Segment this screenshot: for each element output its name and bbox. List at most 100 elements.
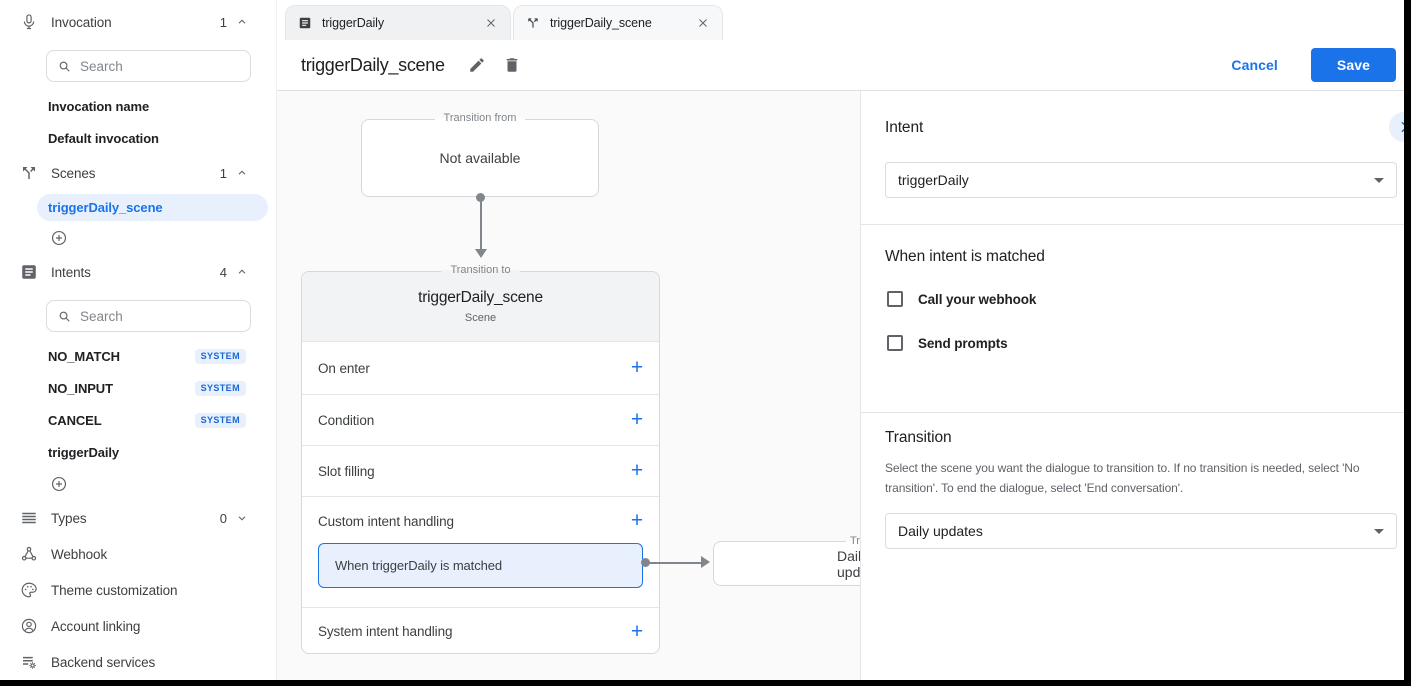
reorder-icon bbox=[22, 512, 36, 524]
when-matched-heading: When intent is matched bbox=[885, 248, 1045, 265]
sidebar-item-theme-customization[interactable]: Theme customization bbox=[0, 578, 276, 602]
microphone-icon bbox=[23, 14, 35, 30]
row-condition: Condition + bbox=[302, 394, 659, 445]
search-input[interactable] bbox=[80, 58, 240, 74]
tab-triggerdaily[interactable]: triggerDaily bbox=[285, 5, 511, 40]
section-divider bbox=[861, 224, 1411, 225]
save-button[interactable]: Save bbox=[1310, 48, 1396, 82]
plus-circle-icon bbox=[51, 476, 67, 492]
transition-description: Select the scene you want the dialogue t… bbox=[885, 461, 1360, 495]
add-intent-button[interactable] bbox=[50, 475, 68, 493]
sidebar-item-backend-services[interactable]: Backend services bbox=[0, 650, 276, 674]
intent-dropdown[interactable]: triggerDaily bbox=[885, 162, 1397, 198]
sidebar-item-account-linking[interactable]: Account linking bbox=[0, 614, 276, 638]
system-badge: SYSTEM bbox=[194, 412, 246, 428]
invocation-search bbox=[46, 50, 251, 82]
system-badge: SYSTEM bbox=[194, 348, 246, 364]
intent-handler-chip[interactable]: When triggerDaily is matched bbox=[318, 543, 643, 588]
connector-dot bbox=[476, 193, 485, 202]
palette-icon bbox=[21, 582, 37, 598]
transition-to-box: triggerDaily_scene Scene On enter + Cond… bbox=[301, 271, 660, 654]
chevron-up-icon bbox=[238, 269, 246, 274]
search-icon bbox=[59, 311, 70, 322]
transition-from-text: Not available bbox=[439, 150, 521, 166]
close-tab-icon[interactable] bbox=[484, 16, 498, 30]
transition-to-legend: Transition to bbox=[301, 264, 660, 276]
section-count: 1 bbox=[219, 165, 227, 181]
article-icon bbox=[299, 17, 311, 29]
edit-pencil-icon[interactable] bbox=[468, 56, 486, 74]
sidebar-item-default-invocation[interactable]: Default invocation bbox=[48, 131, 159, 146]
sidebar-item-triggerdaily-intent[interactable]: triggerDaily bbox=[48, 444, 120, 460]
sidebar-section-invocation[interactable]: Invocation 1 bbox=[0, 10, 276, 34]
arrow-right-icon bbox=[701, 556, 710, 568]
checkbox-box bbox=[887, 291, 903, 307]
scene-header: triggerDaily_scene Cancel Save bbox=[277, 40, 1411, 90]
scene-card-header: triggerDaily_scene Scene bbox=[302, 272, 659, 341]
connector-dot bbox=[641, 558, 650, 567]
chevron-up-icon bbox=[238, 19, 246, 24]
cancel-button[interactable]: Cancel bbox=[1231, 57, 1278, 73]
dropdown-caret-icon bbox=[1374, 177, 1384, 183]
section-label: Scenes bbox=[51, 165, 96, 181]
row-on-enter: On enter + bbox=[302, 341, 659, 394]
main-area: triggerDaily triggerDaily_scene triggerD… bbox=[277, 0, 1411, 686]
add-system-intent-button[interactable]: + bbox=[630, 619, 643, 643]
connector-line bbox=[480, 199, 482, 250]
sidebar-item-no-input[interactable]: NO_INPUT SYSTEM bbox=[0, 378, 276, 398]
call-webhook-checkbox[interactable]: Call your webhook bbox=[887, 291, 1036, 307]
sidebar-section-types[interactable]: Types 0 bbox=[0, 506, 276, 530]
tab-label: triggerDaily_scene bbox=[550, 16, 652, 30]
row-custom-intent-handling: Custom intent handling + When triggerDai… bbox=[302, 496, 659, 607]
row-system-intent-handling: System intent handling + bbox=[302, 607, 659, 653]
system-badge: SYSTEM bbox=[194, 380, 246, 396]
add-on-enter-button[interactable]: + bbox=[630, 356, 643, 379]
screen-edge-bottom bbox=[0, 680, 1411, 686]
dropdown-caret-icon bbox=[1374, 528, 1384, 534]
transition-heading: Transition bbox=[885, 429, 952, 446]
send-prompts-checkbox[interactable]: Send prompts bbox=[887, 335, 1008, 351]
scene-fork-icon bbox=[23, 167, 35, 179]
next-transition-box bbox=[713, 541, 860, 586]
sidebar-item-invocation-name[interactable]: Invocation name bbox=[48, 99, 150, 114]
sidebar-item-triggerdaily-scene-selected[interactable]: triggerDaily_scene bbox=[37, 194, 268, 221]
scene-body: Transition from Not available Transition… bbox=[277, 90, 1411, 686]
add-condition-button[interactable]: + bbox=[630, 408, 643, 431]
sidebar-item-webhook[interactable]: Webhook bbox=[0, 542, 276, 566]
add-custom-intent-button[interactable]: + bbox=[630, 509, 643, 532]
section-label: Types bbox=[51, 510, 87, 526]
scene-card-title: triggerDaily_scene bbox=[418, 289, 543, 306]
plus-circle-icon bbox=[51, 230, 67, 246]
section-label: Invocation bbox=[51, 14, 112, 30]
transition-from-legend: Transition from bbox=[361, 112, 599, 124]
sidebar-item-cancel-intent[interactable]: CANCEL SYSTEM bbox=[0, 410, 276, 430]
add-slot-filling-button[interactable]: + bbox=[630, 459, 643, 482]
transition-dropdown-value: Daily updates bbox=[898, 523, 983, 539]
sidebar-section-intents[interactable]: Intents 4 bbox=[0, 260, 276, 284]
chevron-up-icon bbox=[238, 170, 246, 175]
next-transition-legend: Transition to bbox=[846, 535, 860, 547]
search-icon bbox=[59, 61, 70, 72]
scene-fork-icon bbox=[528, 18, 538, 28]
tab-triggerdaily-scene[interactable]: triggerDaily_scene bbox=[513, 5, 723, 40]
transition-dropdown[interactable]: Daily updates bbox=[885, 513, 1397, 549]
close-tab-icon[interactable] bbox=[696, 16, 710, 30]
webhook-icon bbox=[21, 546, 37, 561]
selected-scene-label: triggerDaily_scene bbox=[48, 200, 163, 215]
article-icon bbox=[22, 265, 36, 279]
intent-editor-panel: Intent triggerDaily When intent is match… bbox=[860, 91, 1411, 686]
sidebar-item-no-match[interactable]: NO_MATCH SYSTEM bbox=[0, 346, 276, 366]
add-scene-button[interactable] bbox=[50, 229, 68, 247]
section-divider bbox=[861, 412, 1411, 413]
intents-search bbox=[46, 300, 251, 332]
sidebar: Invocation 1 Invocation name Default inv… bbox=[0, 0, 277, 686]
search-input[interactable] bbox=[80, 308, 240, 324]
sidebar-section-scenes[interactable]: Scenes 1 bbox=[0, 161, 276, 185]
delete-trash-icon[interactable] bbox=[503, 56, 521, 74]
section-count: 1 bbox=[219, 14, 227, 30]
account-circle-icon bbox=[21, 618, 37, 634]
scene-card-subtitle: Scene bbox=[464, 312, 497, 324]
services-gear-icon bbox=[23, 656, 36, 669]
transition-from-box: Not available bbox=[361, 119, 599, 197]
